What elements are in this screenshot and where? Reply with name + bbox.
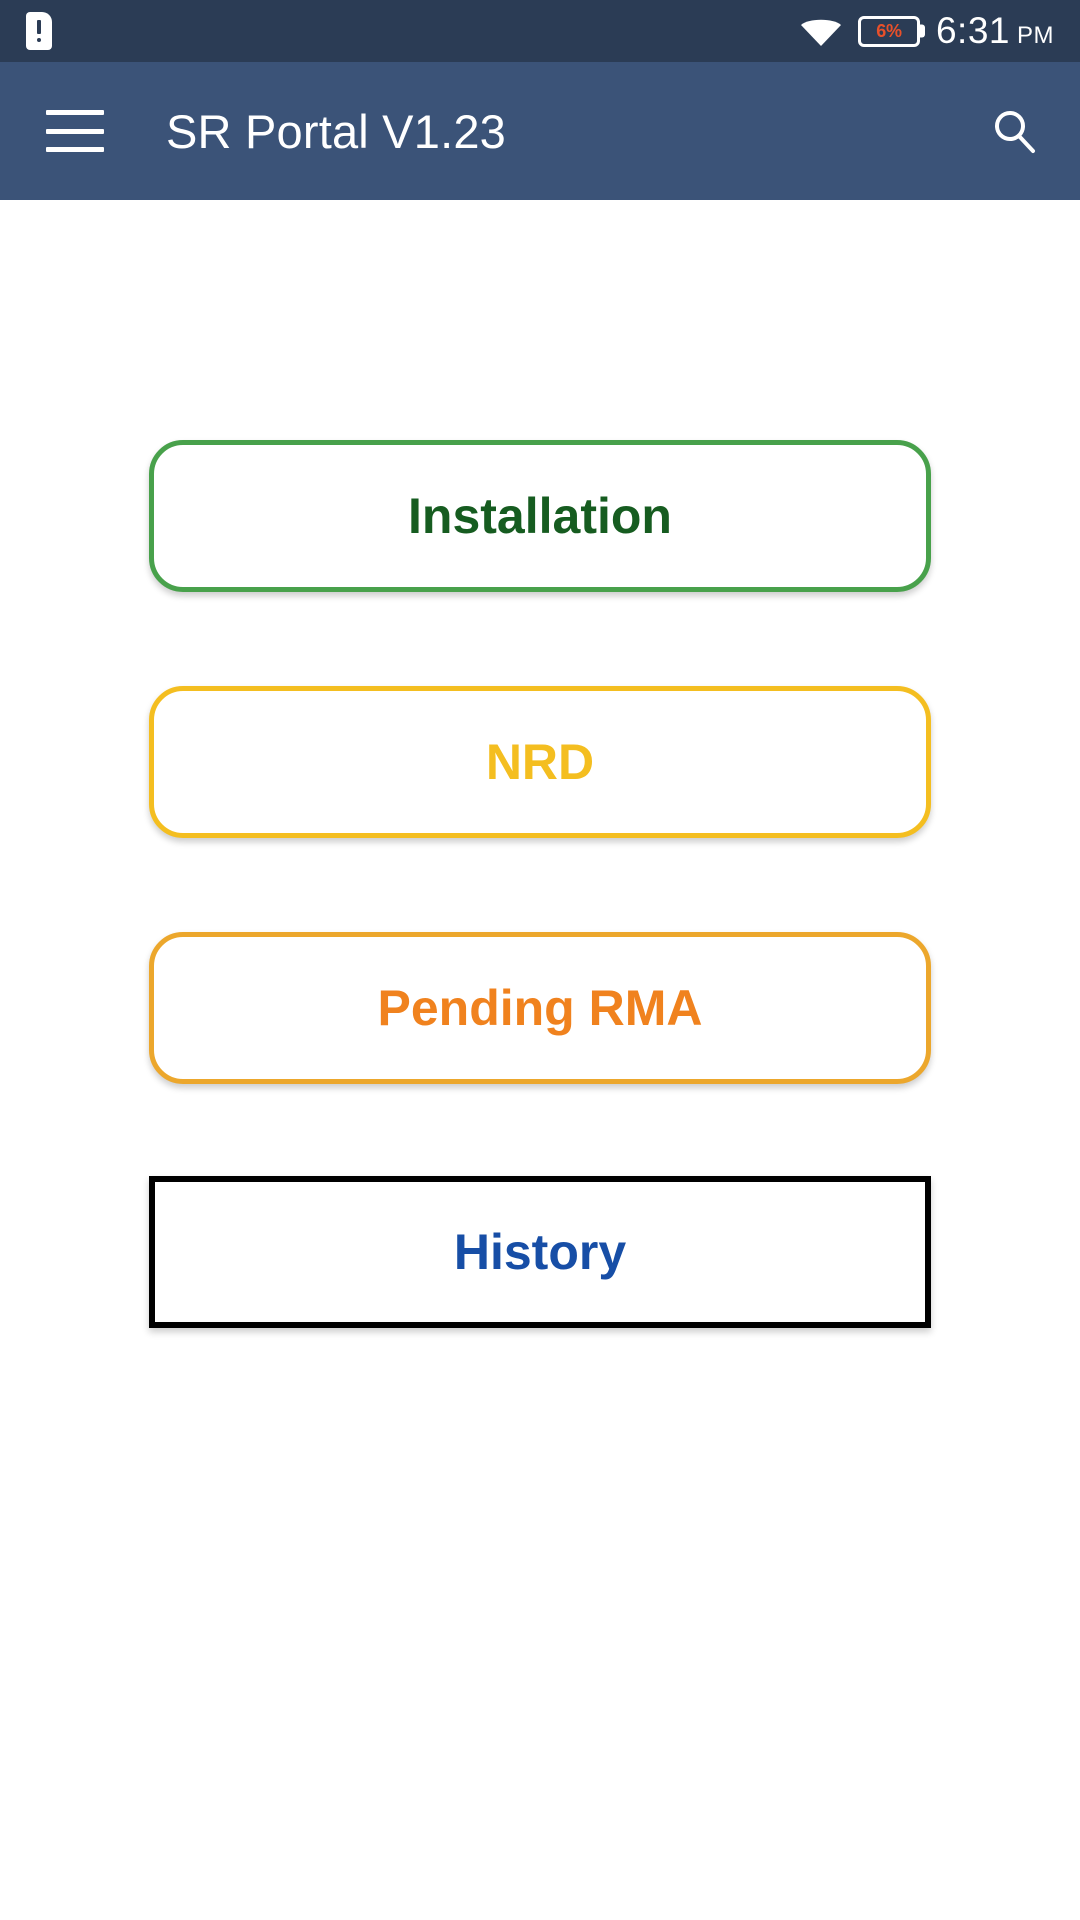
installation-button-label: Installation [408, 488, 672, 544]
hamburger-line [46, 147, 104, 152]
history-button-label: History [453, 1224, 627, 1280]
battery-icon: 6% [857, 15, 920, 47]
app-bar: SR Portal V1.23 [0, 62, 1080, 200]
hamburger-line [46, 110, 104, 115]
clock-time: 6:31 [935, 10, 1010, 51]
status-bar-left-group [26, 12, 52, 50]
sim-card-warning-icon [26, 12, 52, 50]
nrd-button[interactable]: NRD [149, 686, 931, 838]
status-bar-clock: 6:31 PM [936, 10, 1054, 52]
hamburger-line [46, 128, 104, 134]
installation-button[interactable]: Installation [149, 440, 931, 592]
search-icon[interactable] [982, 99, 1046, 163]
status-bar-right-group: 6% 6:31 PM [800, 10, 1054, 52]
wifi-icon [800, 15, 842, 47]
history-button[interactable]: History [149, 1176, 931, 1328]
pending-rma-button-label: Pending RMA [377, 980, 703, 1036]
hamburger-menu-icon[interactable] [46, 110, 104, 152]
main-content: Installation NRD Pending RMA History [0, 200, 1080, 1920]
nrd-button-label: NRD [485, 734, 595, 790]
page-title: SR Portal V1.23 [166, 104, 507, 158]
battery-percent-label: 6% [876, 21, 902, 41]
pending-rma-button[interactable]: Pending RMA [149, 932, 931, 1084]
action-button-stack: Installation NRD Pending RMA History [0, 440, 1080, 1328]
clock-ampm: PM [1017, 22, 1054, 49]
status-bar: 6% 6:31 PM [0, 0, 1080, 62]
